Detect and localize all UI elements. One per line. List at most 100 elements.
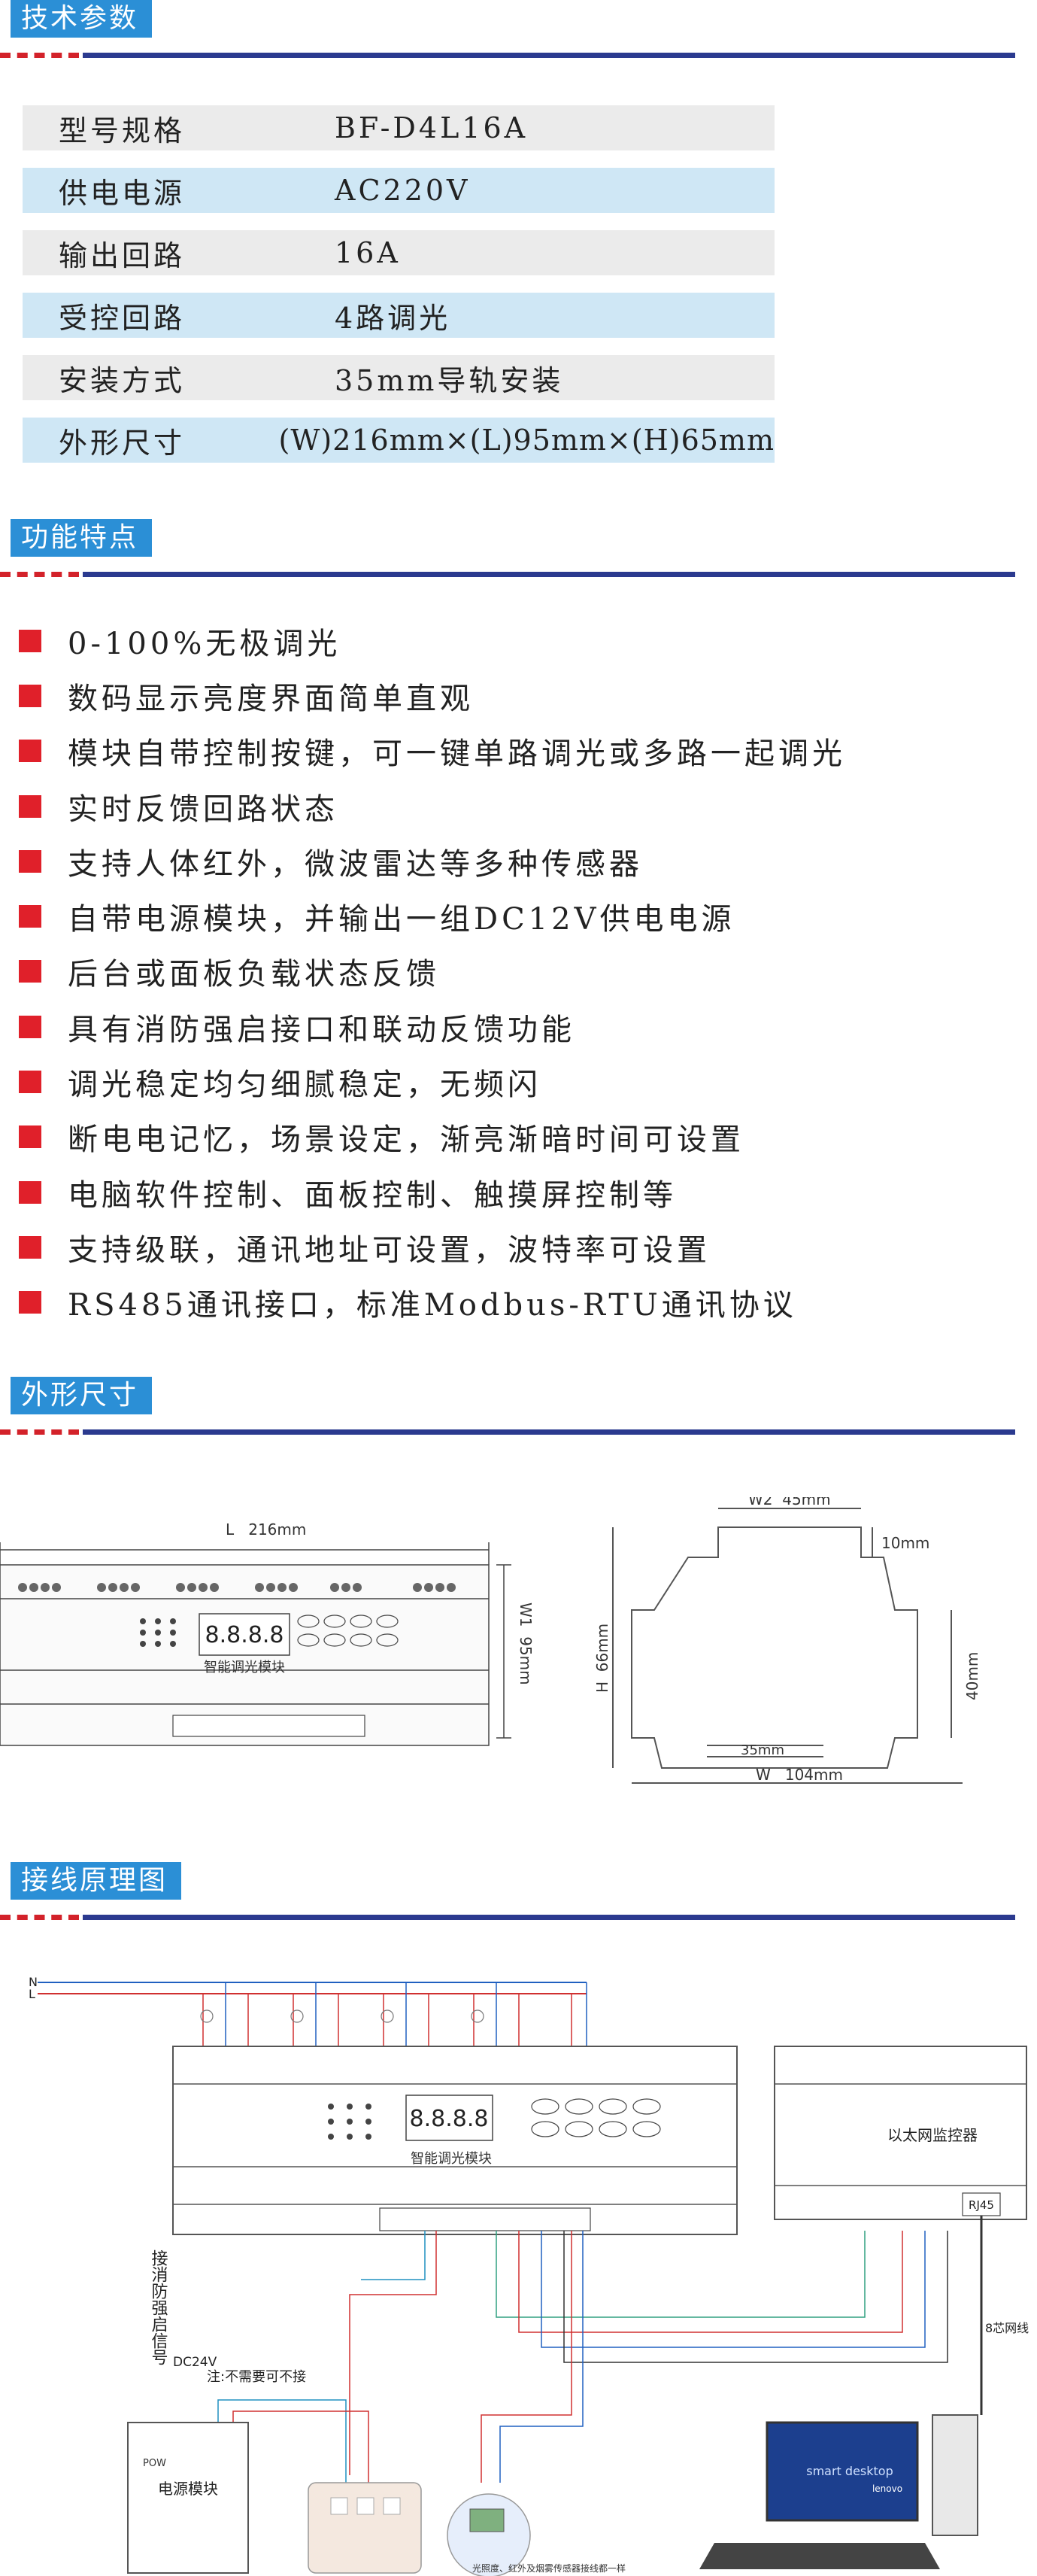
- wall-panel: [308, 2482, 422, 2574]
- terminal-row: [18, 1583, 456, 1592]
- bullet-icon: [19, 794, 41, 818]
- list-item: 支持人体红外，微波雷达等多种传感器: [19, 834, 1019, 889]
- spec-key: 型号规格: [59, 114, 186, 147]
- dimension-label: W2 45mm: [748, 1497, 831, 1508]
- monitor-label: 以太网监控器: [887, 2126, 978, 2144]
- spec-value: 4路调光: [335, 301, 451, 335]
- spec-row: 外形尺寸(W)216mm×(L)95mm×(H)65mm: [23, 418, 775, 463]
- section-title: 外形尺寸: [11, 1377, 153, 1414]
- feature-text: 电脑软件控制、面板控制、触摸屏控制等: [68, 1177, 677, 1213]
- spec-row: 供电电源 AC220V: [23, 168, 775, 213]
- bullet-icon: [19, 1291, 41, 1314]
- feature-text: 调光稳定均匀细腻稳定，无频闪: [68, 1068, 541, 1103]
- power-module-label: 电源模块: [158, 2480, 218, 2498]
- pow-label: POW: [143, 2458, 166, 2469]
- signal-wires: [217, 2231, 948, 2535]
- section-header-specs: 技术参数: [0, 0, 1037, 60]
- feature-text: 数码显示亮度界面简单直观: [68, 681, 474, 716]
- bullet-icon: [19, 905, 41, 928]
- feature-text: 自带电源模块，并输出一组DC12V供电电源: [68, 902, 735, 937]
- load-wires: [202, 1982, 587, 2046]
- dimension-label: 35mm: [741, 1742, 784, 1758]
- list-item: 断电电记忆，场景设定，渐亮渐暗时间可设置: [19, 1110, 1019, 1165]
- voltage-label: DC24V: [173, 2355, 217, 2370]
- line-label: L: [29, 1987, 35, 2001]
- bullet-icon: [19, 684, 41, 707]
- button-group: [140, 1618, 176, 1647]
- sensor-caption: 光照度、红外及烟雾传感器接线都一样: [472, 2562, 626, 2574]
- keyboard-icon: [699, 2543, 940, 2569]
- display-text: 8.8.8.8: [410, 2106, 489, 2132]
- spec-table: 型号规格 BF-D4L16A 供电电源 AC220V 输出回路 16A 受控回路 4路调…: [23, 105, 775, 480]
- feature-text: 具有消防强启接口和联动反馈功能: [68, 1012, 575, 1047]
- divider-red: [0, 53, 79, 58]
- spec-key: 受控回路: [59, 301, 186, 335]
- divider-blue: [83, 1429, 1015, 1435]
- divider-red: [0, 1915, 79, 1920]
- bottom-terminal-block: [172, 1715, 365, 1737]
- list-item: 后台或面板负载状态反馈: [19, 944, 1019, 999]
- cable-label: 8芯网线: [985, 2321, 1029, 2335]
- spec-value: 16A: [335, 236, 401, 269]
- dimension-label: H 66mm: [593, 1624, 611, 1693]
- list-item: 调光稳定均匀细腻稳定，无频闪: [19, 1054, 1019, 1109]
- spec-value: BF-D4L16A: [335, 111, 529, 144]
- spec-key: 外形尺寸: [59, 426, 186, 460]
- list-item: 电脑软件控制、面板控制、触摸屏控制等: [19, 1165, 1019, 1220]
- bullet-icon: [19, 1125, 41, 1149]
- feature-text: 支持级联，通讯地址可设置，波特率可设置: [68, 1232, 711, 1268]
- bullet-icon: [19, 960, 41, 983]
- sensor-device: [447, 2493, 531, 2576]
- key-buttons: [297, 1615, 399, 1647]
- spec-value: AC220V: [335, 174, 471, 207]
- list-item: 0-100%无极调光: [19, 613, 1019, 668]
- feature-text: 0-100%无极调光: [68, 626, 341, 661]
- list-item: 实时反馈回路状态: [19, 779, 1019, 834]
- dimension-label: 40mm: [963, 1652, 981, 1700]
- feature-list: 0-100%无极调光 数码显示亮度界面简单直观 模块自带控制按键，可一键单路调光…: [19, 613, 1019, 1330]
- section-title: 接线原理图: [11, 1862, 182, 1900]
- bottom-terminal-block: [379, 2207, 591, 2231]
- feature-text: 实时反馈回路状态: [68, 791, 338, 827]
- spec-row: 型号规格 BF-D4L16A: [23, 105, 775, 150]
- wiring-diagram: N L 8.8.8.8 智能调光模块 以太网监控器 RJ45 8芯网线: [29, 1975, 1029, 2576]
- button-group: [328, 2104, 371, 2140]
- bullet-icon: [19, 740, 41, 763]
- bullet-icon: [19, 849, 41, 873]
- bullet-icon: [19, 1235, 41, 1259]
- module-label: 智能调光模块: [411, 2151, 492, 2167]
- feature-text: 断电电记忆，场景设定，渐亮渐暗时间可设置: [68, 1122, 744, 1158]
- line-label: N: [29, 1975, 38, 1989]
- spec-key: 输出回路: [59, 238, 186, 272]
- computer-tower: [932, 2414, 978, 2536]
- housing-outline: [631, 1526, 918, 1769]
- list-item: 模块自带控制按键，可一键单路调光或多路一起调光: [19, 724, 1019, 779]
- section-header-dimensions: 外形尺寸: [0, 1377, 1037, 1437]
- bullet-icon: [19, 1180, 41, 1204]
- spec-key: 安装方式: [59, 363, 186, 397]
- section-title: 功能特点: [11, 519, 153, 557]
- display-text: 8.8.8.8: [205, 1622, 284, 1648]
- spec-row: 输出回路 16A: [23, 230, 775, 275]
- key-buttons: [531, 2098, 661, 2137]
- list-item: 支持级联，通讯地址可设置，波特率可设置: [19, 1220, 1019, 1274]
- feature-text: 支持人体红外，微波雷达等多种传感器: [68, 846, 643, 882]
- divider-red: [0, 572, 79, 577]
- ethernet-monitor: [774, 2046, 1027, 2220]
- section-header-features: 功能特点: [0, 519, 1037, 579]
- bullet-icon: [19, 1071, 41, 1094]
- bullet-icon: [19, 629, 41, 652]
- list-item: 自带电源模块，并输出一组DC12V供电电源: [19, 889, 1019, 943]
- lamp-icon: [200, 2009, 484, 2023]
- sensor-display: [469, 2508, 505, 2532]
- list-item: RS485通讯接口，标准Modbus-RTU通讯协议: [19, 1275, 1019, 1330]
- digit-display: [405, 2095, 493, 2141]
- side-view-drawing: W2 45mm 10mm H 66mm 40mm 35mm W 104mm: [593, 1497, 981, 1784]
- note-text: 注:不需要可不接: [207, 2369, 306, 2385]
- section-header-wiring: 接线原理图: [0, 1862, 1037, 1922]
- panel-keys: [330, 2497, 401, 2515]
- spec-key: 供电电源: [59, 176, 186, 210]
- divider-blue: [83, 53, 1015, 58]
- dimension-label: 10mm: [881, 1534, 929, 1552]
